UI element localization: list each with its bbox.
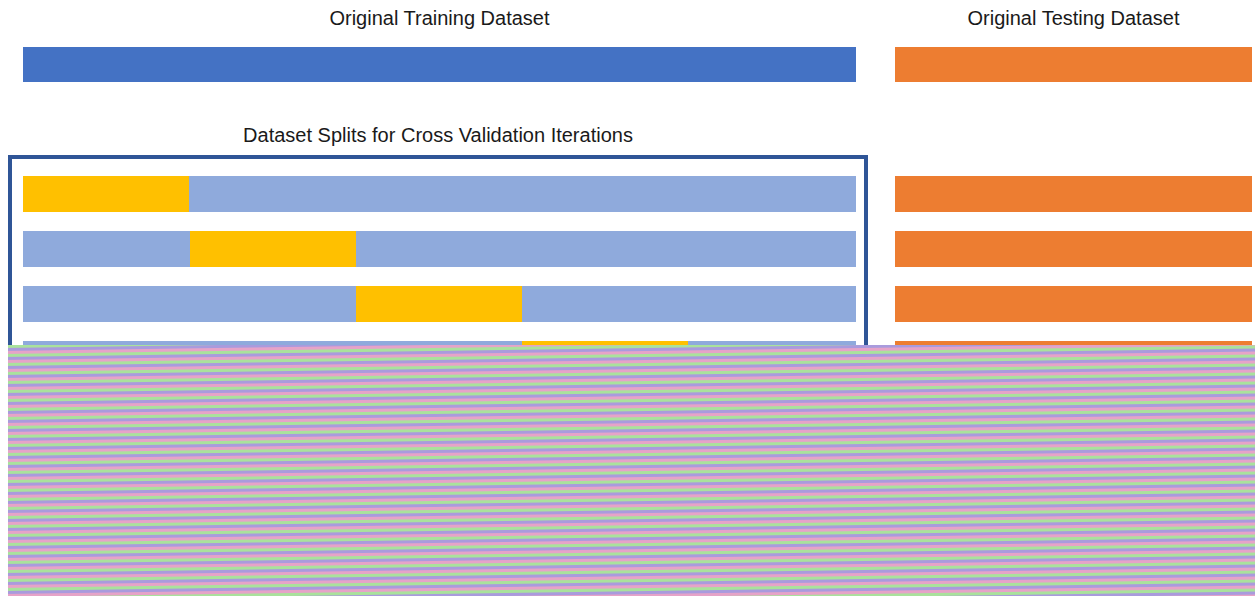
cv-splits-panel: Dataset Splits for Cross Validation Iter…	[8, 123, 868, 345]
test-bar	[895, 286, 1252, 322]
test-dataset: Original Testing Dataset	[895, 6, 1252, 82]
train-fold-bar	[23, 286, 856, 322]
train-dataset: Original Training Dataset	[23, 6, 856, 82]
dataset-bar	[895, 47, 1252, 82]
train-fold-bar	[23, 176, 856, 212]
section-heading: Original Testing Dataset	[895, 6, 1252, 30]
test-bar	[895, 176, 1252, 212]
dataset-bar	[23, 47, 856, 82]
section-heading: Dataset Splits for Cross Validation Iter…	[8, 123, 868, 147]
noise-band	[8, 345, 1255, 596]
section-heading: Original Training Dataset	[23, 6, 856, 30]
validation-fold	[356, 286, 522, 322]
test-bar	[895, 231, 1252, 267]
validation-fold	[23, 176, 189, 212]
train-fold-bar	[23, 231, 856, 267]
panel-border	[8, 155, 868, 345]
validation-fold	[190, 231, 356, 267]
